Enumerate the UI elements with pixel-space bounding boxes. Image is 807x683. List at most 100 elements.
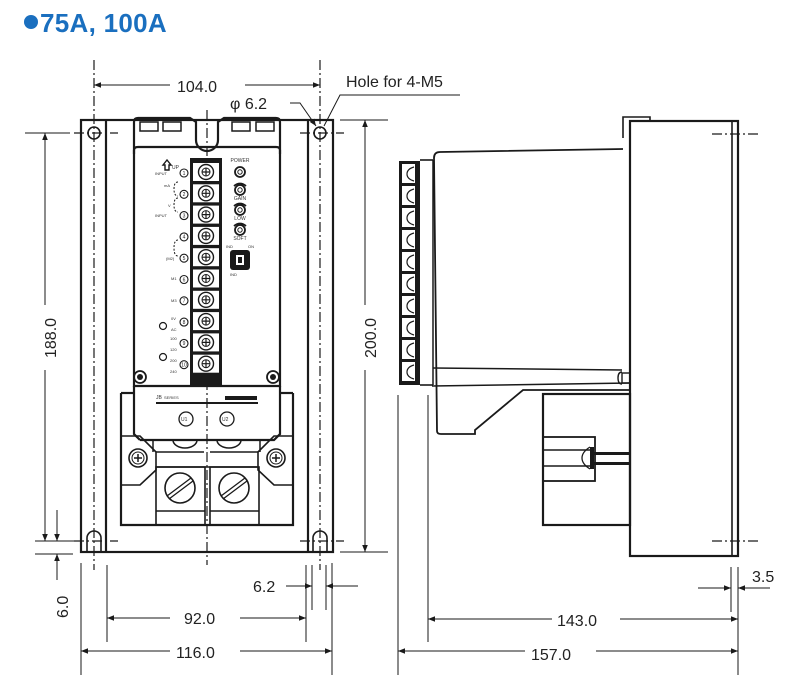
page-title: 75A, 100A: [24, 8, 167, 39]
front-dimensions: 104.0 φ 6.2 Hole for 4-M5 188.0 6.0 200.…: [25, 74, 460, 675]
side-terminal: [402, 230, 415, 249]
label-v: V: [168, 203, 171, 208]
dim-157: 157.0: [531, 647, 571, 664]
side-view: [399, 116, 760, 558]
front-cover: [132, 145, 282, 388]
side-terminal: [402, 164, 415, 183]
label-240: 240: [170, 369, 177, 374]
bullet-icon: [24, 15, 38, 30]
up-label: UP: [172, 165, 180, 171]
terminal-number: 2: [179, 189, 189, 199]
side-terminal: [402, 340, 415, 359]
housing-top: [132, 116, 282, 154]
terminal-number: 6: [179, 274, 189, 285]
label-ac: AC: [171, 327, 177, 332]
knob-label: LOW: [234, 216, 246, 222]
switch-label-ind2: IND: [230, 272, 237, 277]
terminal-number-text: 5: [183, 256, 186, 262]
terminal-screw: [193, 333, 219, 352]
up-arrow-icon: [161, 158, 173, 171]
label-m3: M3: [171, 298, 177, 303]
terminal-number: 7: [179, 296, 189, 306]
knob-power[interactable]: POWER: [231, 158, 250, 178]
side-screw-right: [266, 448, 286, 468]
terminal-u2: U2: [222, 417, 229, 423]
terminal-screw: [193, 184, 219, 203]
side-plate: [628, 119, 740, 558]
terminal-screw: [193, 248, 219, 267]
terminal-number: 1: [179, 168, 189, 178]
terminal-number: 9: [179, 338, 189, 348]
terminal-screw: [193, 290, 219, 309]
terminal-number: 8: [179, 317, 189, 327]
side-dimensions: 3.5 143.0 157.0: [397, 395, 774, 675]
terminal-number: 3: [179, 211, 189, 221]
dim-6-2: 6.2: [253, 579, 275, 596]
terminal-number-text: 7: [183, 299, 186, 305]
side-terminal: [402, 186, 415, 205]
side-terminal: [402, 362, 415, 381]
knob-gain[interactable]: GAIN: [233, 182, 247, 203]
power-section: [119, 393, 295, 527]
terminal-number: 10: [179, 360, 189, 370]
terminal-number-text: 3: [183, 213, 186, 219]
terminal-screw: [193, 205, 219, 224]
dim-hole-dia: φ 6.2: [230, 96, 267, 113]
terminal-number-text: 2: [183, 192, 186, 198]
dim-92: 92.0: [184, 611, 215, 628]
side-terminal: [402, 296, 415, 315]
side-terminal: [402, 252, 415, 271]
terminal-number: 4: [179, 232, 189, 242]
terminal-number: 5: [179, 253, 189, 263]
main-terminal-right: [209, 466, 260, 526]
label-ma: mA: [164, 183, 170, 188]
knob-soft[interactable]: SOFT: [233, 222, 247, 243]
terminal-screw: [193, 312, 219, 331]
side-terminal: [402, 274, 415, 293]
dim-143: 143.0: [557, 613, 597, 630]
side-terminal: [402, 208, 415, 227]
side-terminal: [402, 318, 415, 337]
cover-screw-right: [266, 370, 280, 384]
terminal-u1: U1: [181, 417, 188, 423]
label-120: 120: [170, 347, 177, 352]
terminal-number-text: 8: [183, 320, 186, 326]
side-body: [433, 148, 630, 435]
switch-label-on: ON: [248, 244, 254, 249]
terminal-number-text: 10: [181, 363, 187, 369]
dim-3-5: 3.5: [752, 569, 774, 586]
terminal-screw: [193, 269, 219, 288]
terminal-screw: [193, 163, 219, 181]
main-screw-left: [164, 472, 196, 504]
dim-104: 104.0: [177, 79, 217, 96]
terminal-screw: [193, 226, 219, 245]
knob-label: SOFT: [233, 236, 246, 242]
dim-6-0: 6.0: [55, 596, 72, 618]
terminal-number-text: 9: [183, 341, 186, 347]
dim-200: 200.0: [363, 318, 380, 358]
terminal-number-text: 6: [183, 277, 186, 283]
label-m1: M1: [171, 276, 177, 281]
label-200: 200: [170, 358, 177, 363]
terminal-number-text: 4: [183, 235, 186, 241]
main-terminal-left: [155, 466, 206, 526]
main-screw-right: [218, 472, 250, 504]
hole-note: Hole for 4-M5: [346, 74, 443, 91]
brand-logo: JB: [156, 395, 163, 401]
brand-suffix: SERIES: [164, 395, 179, 400]
side-screw-left: [128, 448, 148, 468]
label-m2: (M2): [166, 256, 175, 261]
title-text: 75A, 100A: [40, 8, 167, 38]
dim-188: 188.0: [43, 318, 60, 358]
switch-label-ind: IND: [226, 244, 233, 249]
label-input-1: INPUT: [155, 171, 168, 176]
terminal-screw: [193, 354, 219, 373]
side-power-block: [541, 392, 632, 527]
knob-low[interactable]: LOW: [233, 202, 247, 223]
label-0v: 0V: [171, 316, 176, 321]
terminal-number-text: 1: [183, 171, 186, 177]
knob-label: GAIN: [234, 196, 247, 202]
knob-label: POWER: [231, 158, 250, 164]
